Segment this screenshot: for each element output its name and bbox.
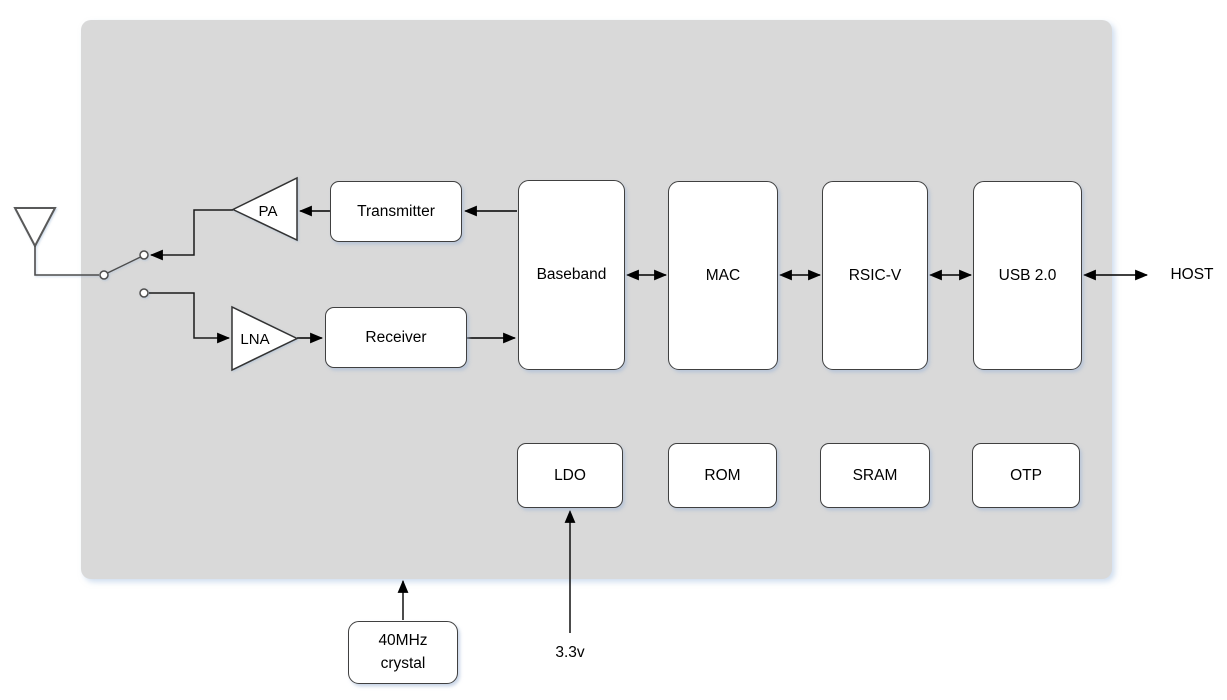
crystal-label-line1: 40MHz xyxy=(378,632,428,650)
antenna-icon xyxy=(13,207,57,249)
block-transmitter: Transmitter xyxy=(330,181,462,242)
crystal-label-line2: crystal xyxy=(380,654,426,672)
lna-label: LNA xyxy=(240,330,270,348)
block-rom: ROM xyxy=(668,443,777,508)
block-crystal: 40MHz crystal xyxy=(348,621,458,684)
block-otp: OTP xyxy=(972,443,1080,508)
block-receiver: Receiver xyxy=(325,307,467,368)
block-usb: USB 2.0 xyxy=(973,181,1082,370)
block-sram: SRAM xyxy=(820,443,930,508)
supply-voltage-label: 3.3v xyxy=(555,644,585,661)
pa-label: PA xyxy=(258,202,278,220)
block-mac: MAC xyxy=(668,181,778,370)
host-label: HOST xyxy=(1170,266,1214,283)
block-riscv: RSIC-V xyxy=(822,181,928,370)
block-ldo: LDO xyxy=(517,443,623,508)
block-baseband: Baseband xyxy=(518,180,625,370)
